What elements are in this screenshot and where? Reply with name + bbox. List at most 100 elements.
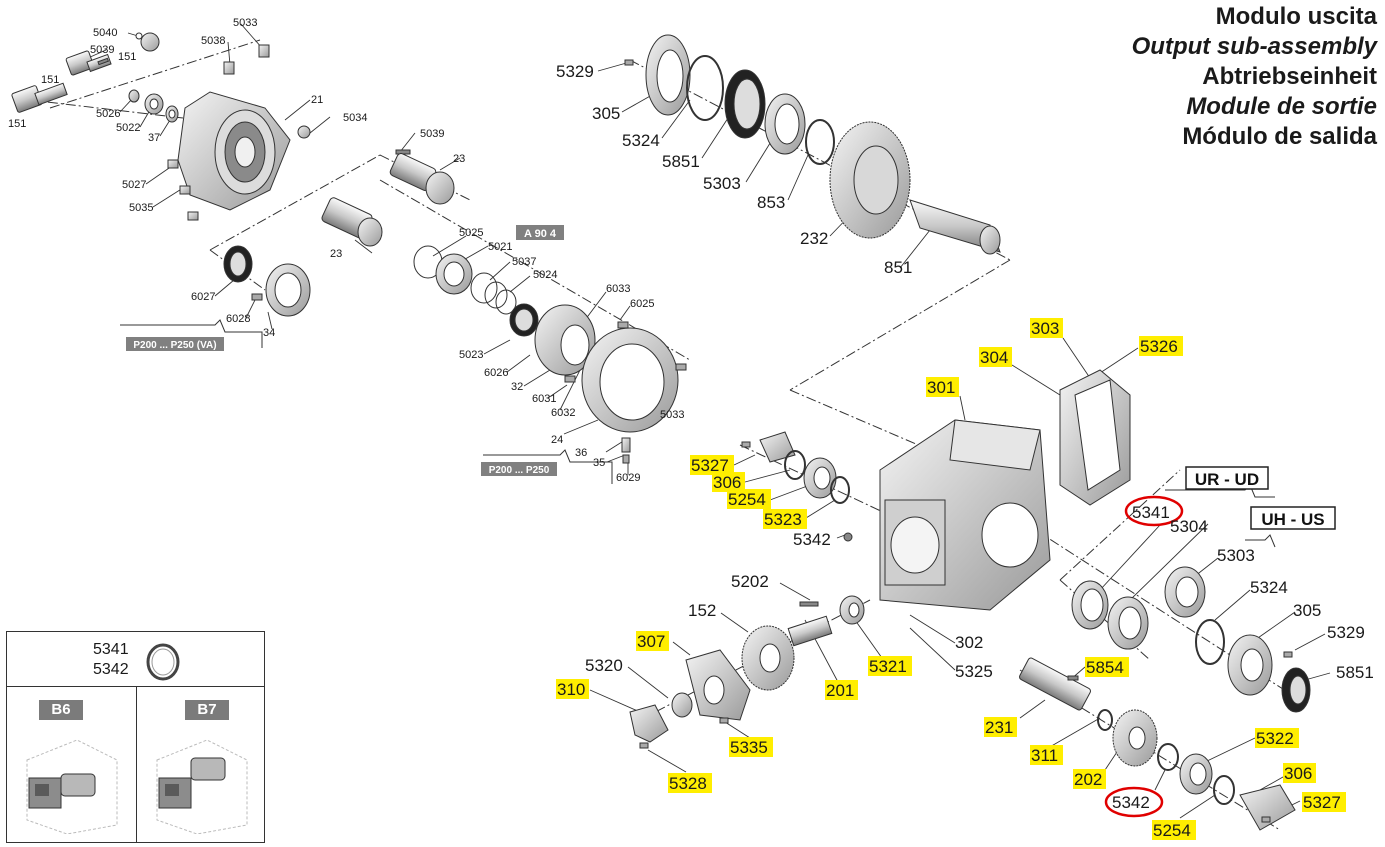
callout-5035: 5035 (129, 202, 153, 214)
output-shaft-parts (624, 34, 1001, 255)
ring-icon (146, 643, 180, 681)
callout-36: 36 (575, 447, 587, 459)
callout-6025: 6025 (630, 298, 654, 310)
callout-5342: 5342 (793, 530, 831, 549)
tag-uh-us: UH - US (1250, 506, 1336, 530)
callout-5329: 5329 (556, 62, 594, 81)
tag-a904: A 90 4 (516, 225, 564, 240)
callout-6032: 6032 (551, 407, 575, 419)
title-german: Abtriebseinheit (1202, 63, 1377, 90)
callout-202: 202 (1074, 770, 1102, 789)
callout-5034: 5034 (343, 112, 367, 124)
callout-5027: 5027 (122, 179, 146, 191)
tag-ur-ud: UR - UD (1185, 466, 1269, 490)
callout-151: 151 (8, 118, 26, 130)
callout-5851: 5851 (662, 152, 700, 171)
callout-853: 853 (757, 193, 785, 212)
callout-151: 151 (118, 51, 136, 63)
callout-5335: 5335 (730, 738, 768, 757)
tag-p200-va: P200 ... P250 (VA) (126, 337, 224, 351)
callout-5038: 5038 (201, 35, 225, 47)
callout-301: 301 (927, 378, 955, 397)
svg-text:UR - UD: UR - UD (1195, 470, 1259, 489)
callout-5327: 5327 (691, 456, 729, 475)
svg-text:P200 ... P250: P200 ... P250 (489, 465, 550, 476)
callout-851: 851 (884, 258, 912, 277)
callout-307: 307 (637, 632, 665, 651)
callout-5328: 5328 (669, 774, 707, 793)
callout-5329: 5329 (1327, 623, 1365, 642)
callout-6031: 6031 (532, 393, 556, 405)
callout-5322: 5322 (1256, 729, 1294, 748)
svg-text:A 90 4: A 90 4 (524, 228, 557, 240)
callout-5023: 5023 (459, 349, 483, 361)
callout-152: 152 (688, 601, 716, 620)
callout-35: 35 (593, 457, 605, 469)
callout-5342: 5342 (1112, 793, 1150, 812)
callout-310: 310 (557, 680, 585, 699)
callout-5040: 5040 (93, 27, 117, 39)
gearbox-b6-icon (26, 739, 118, 834)
callout-21: 21 (311, 94, 323, 106)
callout-304: 304 (980, 348, 1008, 367)
callout-5039: 5039 (90, 44, 114, 56)
gear-housing (879, 369, 1131, 611)
callout-231: 231 (985, 718, 1013, 737)
callout-5325: 5325 (955, 662, 993, 681)
tag-b7: B7 (185, 700, 229, 720)
callout-23: 23 (453, 153, 465, 165)
input-group-parts (11, 32, 687, 464)
callout-5321: 5321 (869, 657, 907, 676)
callout-5304: 5304 (1170, 517, 1208, 536)
callout-5323: 5323 (764, 510, 802, 529)
callout-5303: 5303 (1217, 546, 1255, 565)
callout-5324: 5324 (622, 131, 660, 150)
callout-5022: 5022 (116, 122, 140, 134)
callout-6027: 6027 (191, 291, 215, 303)
bracket-shapes (120, 319, 1276, 548)
red-circle-marks (1104, 495, 1184, 818)
callout-151: 151 (41, 74, 59, 86)
callout-5202: 5202 (731, 572, 769, 591)
callout-306: 306 (1284, 764, 1312, 783)
large-callouts: 5329 305 5324 5851 5303 853 232 851 303 … (556, 62, 1374, 840)
callout-5320: 5320 (585, 656, 623, 675)
callout-5854: 5854 (1086, 658, 1124, 677)
callout-5254: 5254 (1153, 821, 1191, 840)
callout-5341: 5341 (1132, 503, 1170, 522)
gear-train-parts (629, 431, 865, 749)
tag-p200: P200 ... P250 (481, 462, 557, 476)
callout-5025: 5025 (459, 227, 483, 239)
callout-305: 305 (1293, 601, 1321, 620)
callout-5037: 5037 (512, 256, 536, 268)
callout-6028: 6028 (226, 313, 250, 325)
callout-37: 37 (148, 132, 160, 144)
title-block: Modulo uscita Output sub-assembly Abtrie… (1132, 2, 1377, 152)
callout-24: 24 (551, 434, 563, 446)
tag-b6: B6 (39, 700, 83, 720)
title-english: Output sub-assembly (1131, 33, 1377, 60)
callout-5303: 5303 (703, 174, 741, 193)
callout-5026: 5026 (96, 108, 120, 120)
callout-5851: 5851 (1336, 663, 1374, 682)
highlight-boxes (556, 318, 1346, 840)
mounting-inset: 5341 5342 B6 B7 (6, 631, 265, 843)
callout-34: 34 (263, 327, 275, 339)
callout-6029: 6029 (616, 472, 640, 484)
callout-5039: 5039 (420, 128, 444, 140)
inset-code-5342: 5342 (93, 661, 129, 678)
callout-232: 232 (800, 229, 828, 248)
inset-divider (136, 686, 137, 842)
inset-divider (7, 686, 264, 687)
inset-codes: 5341 5342 (93, 640, 129, 680)
gearbox-b7-icon (156, 739, 248, 834)
callout-303: 303 (1031, 319, 1059, 338)
title-italian: Modulo uscita (1215, 3, 1377, 30)
title-spanish: Módulo de salida (1182, 123, 1377, 150)
callout-5324: 5324 (1250, 578, 1288, 597)
callout-306: 306 (713, 473, 741, 492)
right-bearing-stack (1019, 566, 1311, 831)
callout-311: 311 (1031, 746, 1058, 765)
callout-5033: 5033 (660, 409, 684, 421)
